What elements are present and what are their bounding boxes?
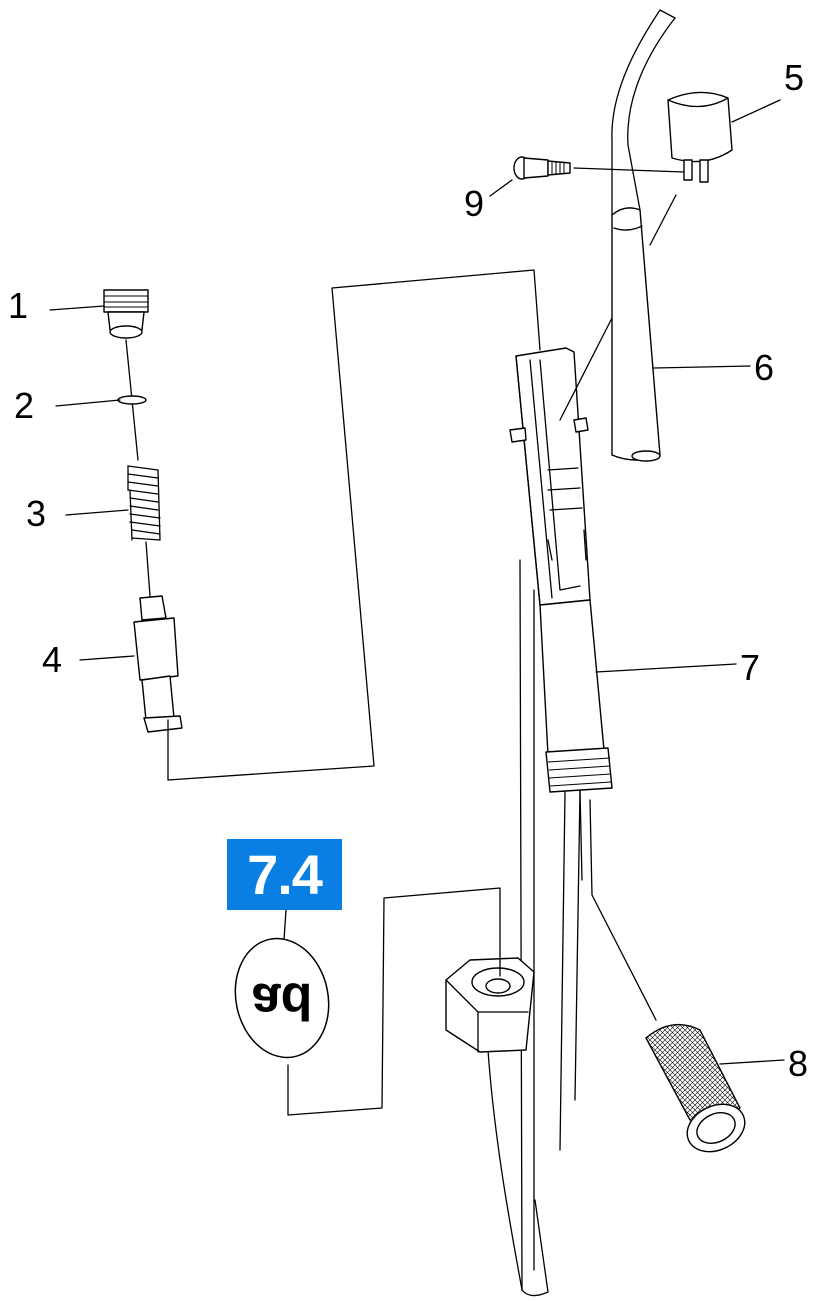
- spring-part-3: [127, 465, 161, 541]
- callout-4: 4: [42, 639, 62, 680]
- symbol-ad: ad: [234, 909, 330, 1059]
- sensor-rod-part-6: [611, 207, 661, 462]
- dip-tube: [487, 559, 581, 1297]
- connector-line: [167, 269, 541, 781]
- leader-line: [573, 167, 685, 173]
- callout-leaders: [49, 99, 785, 1065]
- fitting-part-1: [103, 289, 149, 339]
- callout-8: 8: [788, 1043, 808, 1084]
- callout-9: 9: [464, 183, 484, 224]
- filter-part-8: [579, 789, 746, 1153]
- connector-cap-part-5: [667, 91, 733, 183]
- callout-3: 3: [26, 493, 46, 534]
- connector-line: [287, 887, 501, 1116]
- section-badge: 7.4: [227, 839, 342, 910]
- hose: [611, 9, 676, 216]
- callout-2: 2: [14, 385, 34, 426]
- probe-body-part-7: [509, 347, 613, 793]
- screw-part-9: [513, 156, 571, 180]
- leader-line: [649, 194, 677, 246]
- hex-nut: [445, 957, 535, 1053]
- assembly-axis: [145, 541, 151, 597]
- callout-1: 1: [8, 285, 28, 326]
- callout-5: 5: [784, 57, 804, 98]
- callout-7: 7: [740, 647, 760, 688]
- valve-part-4: [133, 595, 183, 733]
- o-ring-part-2: [117, 395, 147, 405]
- callout-6: 6: [754, 347, 774, 388]
- symbol-ad-label: ad: [252, 972, 313, 1030]
- leader-line: [559, 317, 613, 421]
